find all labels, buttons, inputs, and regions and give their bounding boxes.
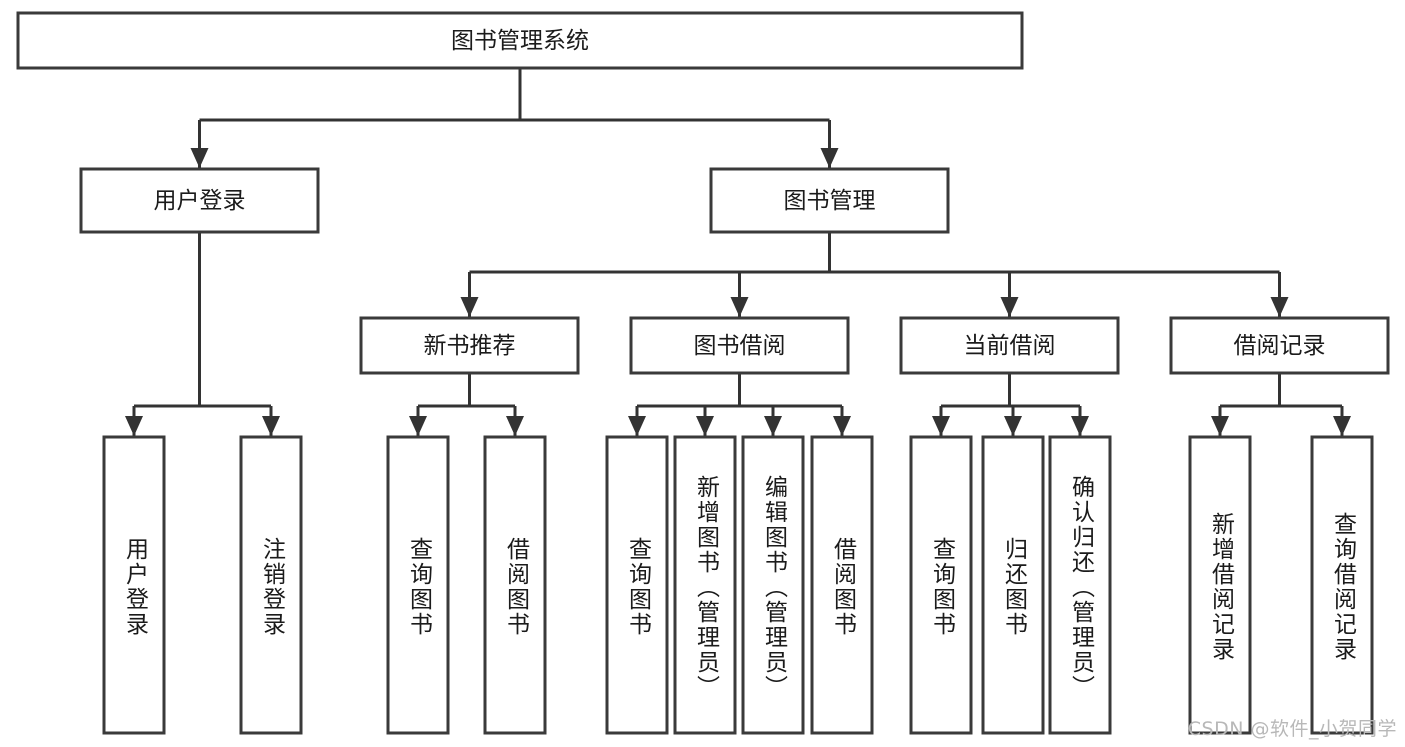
node-leaf-8[interactable] (909, 435, 973, 735)
node-level3-1[interactable] (629, 316, 850, 375)
node-level3-label-1: 图书借阅 (694, 333, 786, 359)
node-leaf-1[interactable] (239, 435, 303, 735)
node-level3-label-3: 借阅记录 (1234, 333, 1326, 359)
arrow-head-icon (820, 148, 839, 168)
node-level3-label-0: 新书推荐 (424, 333, 516, 359)
connectors-layer (125, 68, 1351, 436)
arrow-head-icon (1211, 416, 1229, 436)
node-leaf-5[interactable] (673, 435, 737, 735)
node-level3-3[interactable] (1169, 316, 1390, 375)
arrow-head-icon (932, 416, 950, 436)
arrow-head-icon (764, 416, 782, 436)
arrow-head-icon (409, 416, 427, 436)
node-leaf-4[interactable] (605, 435, 669, 735)
arrow-head-icon (1004, 416, 1022, 436)
node-leaf-3[interactable] (483, 435, 547, 735)
boxes-layer (16, 11, 1390, 735)
arrow-head-icon (833, 416, 851, 436)
arrow-head-icon (1071, 416, 1089, 436)
arrow-head-icon (1270, 297, 1289, 317)
node-root[interactable] (16, 11, 1024, 70)
arrow-head-icon (1000, 297, 1019, 317)
arrow-head-icon (460, 297, 479, 317)
node-level2-label-0: 用户登录 (154, 188, 246, 214)
arrow-head-icon (696, 416, 714, 436)
watermark-text: CSDN @软件_小贺同学 (1187, 718, 1397, 740)
node-leaf-2[interactable] (386, 435, 450, 735)
node-level3-2[interactable] (899, 316, 1120, 375)
node-leaf-7[interactable] (810, 435, 874, 735)
node-leaf-6[interactable] (741, 435, 805, 735)
node-leaf-12[interactable] (1310, 435, 1374, 735)
node-leaf-10[interactable] (1048, 435, 1112, 735)
node-leaf-0[interactable] (102, 435, 166, 735)
node-level3-0[interactable] (359, 316, 580, 375)
node-level3-label-2: 当前借阅 (964, 333, 1056, 359)
arrow-head-icon (1333, 416, 1351, 436)
node-level2-1[interactable] (709, 167, 950, 234)
node-level2-label-1: 图书管理 (784, 188, 876, 214)
arrow-head-icon (506, 416, 524, 436)
node-leaf-9[interactable] (981, 435, 1045, 735)
node-leaf-11[interactable] (1188, 435, 1252, 735)
arrow-head-icon (628, 416, 646, 436)
arrow-head-icon (190, 148, 209, 168)
arrow-head-icon (730, 297, 749, 317)
node-root-label: 图书管理系统 (451, 28, 589, 54)
arrow-head-icon (125, 416, 143, 436)
arrow-head-icon (262, 416, 280, 436)
node-level2-0[interactable] (79, 167, 320, 234)
